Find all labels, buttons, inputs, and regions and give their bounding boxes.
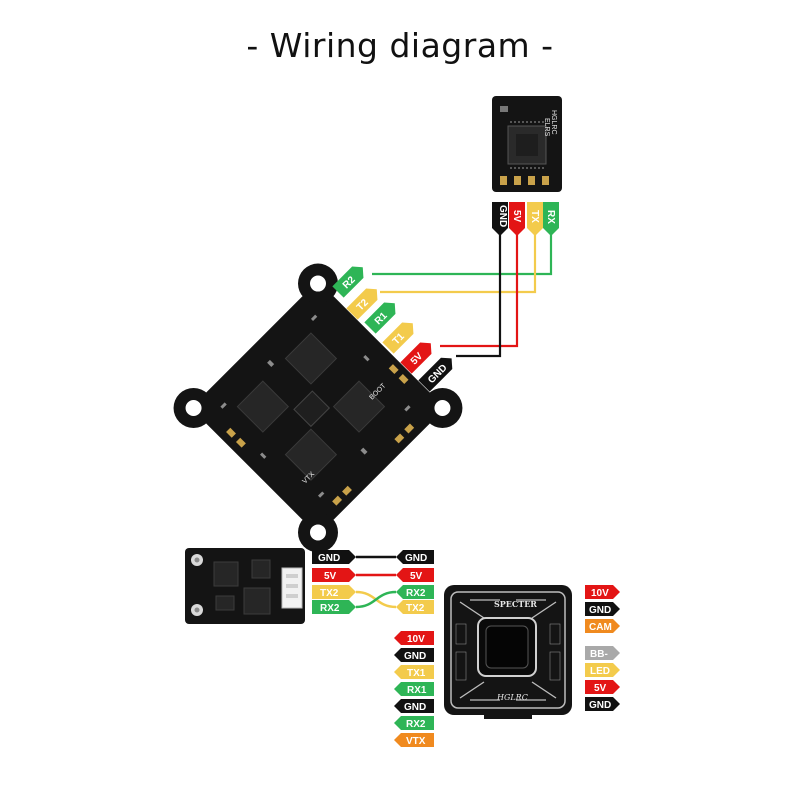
svg-text:TX2: TX2 (320, 588, 339, 599)
wire-gnd-black (456, 234, 502, 358)
fc-vtx-pad-10v: 10V (394, 631, 434, 645)
fc-pad-r1: R1 (364, 302, 396, 334)
svg-text:RX1: RX1 (407, 685, 427, 696)
wire-5v-red (440, 234, 519, 348)
receiver-silk-brand: HGLRC (550, 110, 557, 135)
vtx-right-tags: GND 5V RX2 TX2 (396, 550, 434, 614)
fc-pad-t1: T1 (382, 322, 414, 354)
fc-vtx-pad-vtx: VTX (394, 733, 434, 747)
vtx-right-rx2: RX2 (396, 585, 434, 599)
svg-text:TX: TX (529, 210, 540, 223)
fc-vtx-pad-rx1: RX1 (394, 682, 434, 696)
camera-pin-10v: 10V (585, 585, 620, 599)
svg-text:RX2: RX2 (320, 603, 340, 614)
svg-text:GND: GND (404, 702, 426, 713)
vtx-right-tx2: TX2 (396, 600, 434, 614)
receiver-pin-rx: RX (543, 202, 559, 236)
svg-text:GND: GND (589, 605, 611, 616)
camera-pin-gnd: GND (585, 602, 620, 616)
fc-pad-r2: R2 (332, 266, 364, 298)
receiver-silk-model: ELRS (543, 118, 550, 137)
svg-text:5V: 5V (511, 210, 522, 223)
fc-vtx-pad-rx2: RX2 (394, 716, 434, 730)
fc-vtx-pad-tags: 10V GND TX1 RX1 GND RX2 VTX (394, 631, 434, 747)
camera-pin-bb: BB- (585, 646, 620, 660)
svg-text:RX2: RX2 (406, 588, 426, 599)
receiver-pin-5v: 5V (509, 202, 525, 236)
fc-pad-tags: R2 T2 R1 T1 5V GND (332, 266, 453, 392)
receiver-chip-pins (510, 121, 544, 169)
camera-pin-led: LED (585, 663, 620, 677)
svg-text:CAM: CAM (589, 622, 612, 633)
receiver-pin-tags: GND 5V TX RX (492, 202, 559, 236)
svg-text:10V: 10V (407, 634, 425, 645)
svg-text:10V: 10V (591, 588, 609, 599)
camera-pin-5v: 5V (585, 680, 620, 694)
fc-vtx-pad-gnd: GND (394, 648, 434, 662)
svg-text:GND: GND (405, 553, 427, 564)
svg-text:VTX: VTX (406, 736, 426, 747)
svg-text:5V: 5V (594, 683, 607, 694)
svg-text:GND: GND (497, 205, 508, 227)
receiver-pin-gnd: GND (492, 202, 508, 236)
camera-pin-tags: 10V GND CAM BB- LED 5V GND (585, 585, 620, 711)
fc-vtx-pad-tx1: TX1 (394, 665, 434, 679)
fc-pad-t2: T2 (346, 288, 378, 320)
vtx-left-tx2: TX2 (312, 585, 356, 599)
vtx-wire-rx2-tx2 (355, 590, 397, 609)
svg-text:5V: 5V (410, 571, 423, 582)
vtx-left-tags: GND 5V TX2 RX2 (312, 550, 356, 614)
receiver-wires (372, 234, 553, 358)
svg-text:GND: GND (404, 651, 426, 662)
elrs-receiver: HGLRC ELRS (492, 96, 562, 192)
svg-text:GND: GND (318, 553, 340, 564)
fc-vtx-pad-gnd-2: GND (394, 699, 434, 713)
vtx-left-5v: 5V (312, 568, 356, 582)
vtx-left-rx2: RX2 (312, 600, 356, 614)
wire-tx-yellow (380, 234, 537, 294)
svg-text:BB-: BB- (590, 649, 608, 660)
specter-camera: SPECTER HGLRC (444, 585, 572, 719)
svg-text:TX1: TX1 (407, 668, 426, 679)
svg-text:GND: GND (589, 700, 611, 711)
wire-rx-green (372, 234, 553, 276)
camera-pin-gnd-2: GND (585, 697, 620, 711)
vtx-left-gnd: GND (312, 550, 356, 564)
svg-text:RX: RX (545, 210, 556, 224)
camera-brand-bottom: HGLRC (496, 693, 528, 702)
receiver-pin-tx: TX (527, 202, 543, 236)
vtx-wires (355, 555, 397, 609)
svg-text:5V: 5V (324, 571, 337, 582)
camera-brand-top: SPECTER (494, 599, 537, 609)
fc-pad-5v: 5V (400, 342, 432, 374)
vtx-right-gnd: GND (396, 550, 434, 564)
vtx-board (185, 548, 305, 624)
svg-text:RX2: RX2 (406, 719, 426, 730)
svg-text:TX2: TX2 (406, 603, 425, 614)
camera-pin-cam: CAM (585, 619, 620, 633)
svg-text:LED: LED (590, 666, 610, 677)
page-title: - Wiring diagram - (246, 26, 554, 65)
flight-controller-board (173, 263, 463, 553)
vtx-right-5v: 5V (396, 568, 434, 582)
